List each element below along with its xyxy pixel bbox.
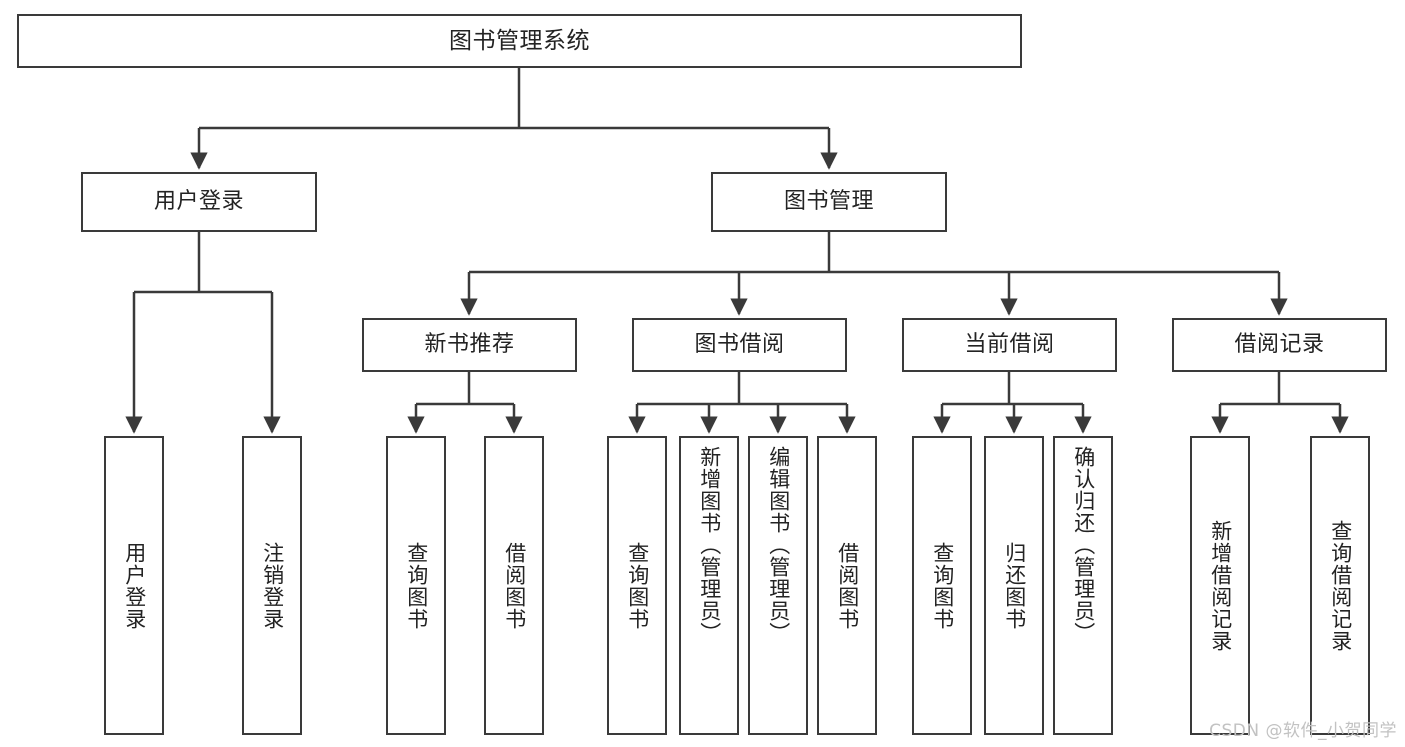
node-leaf-user-login[interactable]: 用户登录 [104, 436, 164, 735]
node-book-borrow-label: 图书借阅 [694, 332, 785, 358]
node-book-manage[interactable]: 图书管理 [711, 172, 947, 232]
node-leaf-user-logout-label: 注销登录 [260, 541, 285, 630]
node-leaf-borrow-book-1[interactable]: 借阅图书 [484, 436, 544, 735]
node-current-borrow-label: 当前借阅 [964, 332, 1055, 358]
node-leaf-query-book-3-label: 查询图书 [930, 541, 955, 630]
node-root[interactable]: 图书管理系统 [17, 14, 1022, 68]
node-new-book-rec-label: 新书推荐 [424, 332, 515, 358]
node-book-manage-label: 图书管理 [783, 189, 874, 215]
node-leaf-query-book-1[interactable]: 查询图书 [386, 436, 446, 735]
node-leaf-add-book-label: 新增图书（管理员） [697, 446, 722, 644]
node-leaf-user-login-label: 用户登录 [122, 541, 147, 630]
node-leaf-edit-book-label: 编辑图书（管理员） [766, 446, 791, 644]
node-current-borrow[interactable]: 当前借阅 [902, 318, 1117, 372]
node-leaf-add-book[interactable]: 新增图书（管理员） [679, 436, 739, 735]
csdn-watermark: CSDN @软件_小贺同学 [1209, 721, 1397, 741]
node-borrow-record[interactable]: 借阅记录 [1172, 318, 1387, 372]
node-borrow-record-label: 借阅记录 [1234, 332, 1325, 358]
node-book-borrow[interactable]: 图书借阅 [632, 318, 847, 372]
node-leaf-borrow-book-2-label: 借阅图书 [835, 541, 860, 630]
node-leaf-query-record[interactable]: 查询借阅记录 [1310, 436, 1370, 735]
node-new-book-rec[interactable]: 新书推荐 [362, 318, 577, 372]
node-leaf-query-record-label: 查询借阅记录 [1328, 519, 1353, 652]
node-leaf-borrow-book-2[interactable]: 借阅图书 [817, 436, 877, 735]
node-leaf-borrow-book-1-label: 借阅图书 [502, 541, 527, 630]
node-leaf-query-book-3[interactable]: 查询图书 [912, 436, 972, 735]
node-user-login[interactable]: 用户登录 [81, 172, 317, 232]
node-leaf-confirm-return[interactable]: 确认归还（管理员） [1053, 436, 1113, 735]
node-leaf-edit-book[interactable]: 编辑图书（管理员） [748, 436, 808, 735]
node-leaf-confirm-return-label: 确认归还（管理员） [1071, 446, 1096, 644]
node-leaf-user-logout[interactable]: 注销登录 [242, 436, 302, 735]
node-leaf-query-book-1-label: 查询图书 [404, 541, 429, 630]
node-leaf-query-book-2-label: 查询图书 [625, 541, 650, 630]
node-leaf-add-record-label: 新增借阅记录 [1208, 519, 1233, 652]
node-leaf-return-book[interactable]: 归还图书 [984, 436, 1044, 735]
node-leaf-add-record[interactable]: 新增借阅记录 [1190, 436, 1250, 735]
node-user-login-label: 用户登录 [153, 189, 244, 215]
node-root-label: 图书管理系统 [449, 27, 590, 54]
node-leaf-return-book-label: 归还图书 [1002, 541, 1027, 630]
node-leaf-query-book-2[interactable]: 查询图书 [607, 436, 667, 735]
